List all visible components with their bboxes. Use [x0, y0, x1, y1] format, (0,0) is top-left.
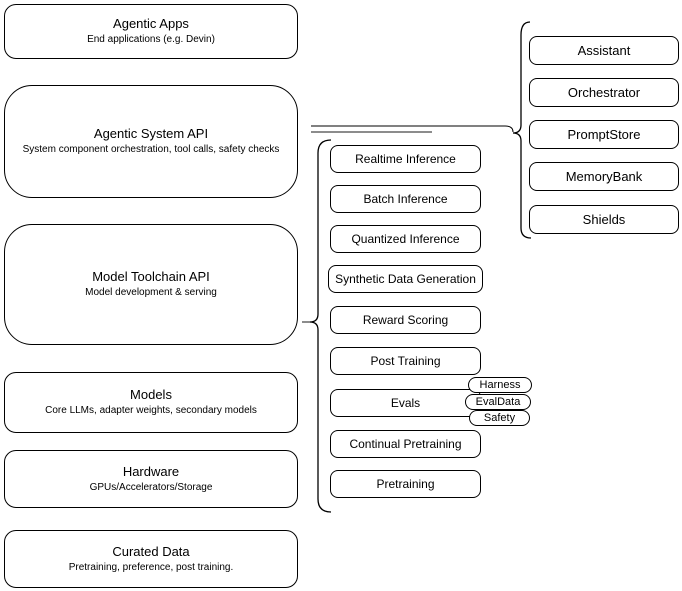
- pill-evaldata: EvalData: [465, 394, 531, 410]
- box-model-toolchain-api-title: Model Toolchain API: [92, 269, 210, 284]
- box-post-training: Post Training: [330, 347, 481, 375]
- box-agentic-system-api: Agentic System API System component orch…: [4, 85, 298, 198]
- box-shields: Shields: [529, 205, 679, 234]
- pill-harness: Harness: [468, 377, 532, 393]
- box-agentic-apps-title: Agentic Apps: [113, 16, 189, 31]
- box-hardware-subtitle: GPUs/Accelerators/Storage: [89, 481, 213, 493]
- box-agentic-apps-subtitle: End applications (e.g. Devin): [87, 34, 215, 45]
- box-evals: Evals: [330, 389, 481, 417]
- box-models-title: Models: [130, 387, 172, 402]
- pill-safety: Safety: [469, 410, 530, 426]
- box-quantized-inference: Quantized Inference: [330, 225, 481, 253]
- box-hardware-title: Hardware: [122, 463, 180, 479]
- box-model-toolchain-api-subtitle: Model development & serving: [85, 287, 217, 298]
- right-group-brace: [512, 21, 532, 239]
- box-realtime-inference: Realtime Inference: [330, 145, 481, 173]
- box-curated-data-title: Curated Data: [112, 543, 190, 559]
- box-models-subtitle: Core LLMs, adapter weights, secondary mo…: [45, 405, 257, 416]
- box-reward-scoring: Reward Scoring: [330, 306, 481, 334]
- box-synthetic-data-generation: Synthetic Data Generation: [328, 265, 483, 293]
- box-model-toolchain-api: Model Toolchain API Model development & …: [4, 224, 298, 345]
- middle-group-brace: [309, 139, 332, 513]
- box-pretraining: Pretraining: [330, 470, 481, 498]
- box-agentic-apps: Agentic Apps End applications (e.g. Devi…: [4, 4, 298, 59]
- box-curated-data: Curated Data Pretraining, preference, po…: [4, 530, 298, 588]
- box-agentic-system-api-title: Agentic System API: [93, 126, 209, 141]
- box-curated-data-subtitle: Pretraining, preference, post training.: [68, 561, 234, 573]
- box-memorybank: MemoryBank: [529, 162, 679, 191]
- box-continual-pretraining: Continual Pretraining: [330, 430, 481, 458]
- edge-agentic-system-to-right-group: [311, 125, 514, 133]
- box-models: Models Core LLMs, adapter weights, secon…: [4, 372, 298, 433]
- box-agentic-system-api-subtitle: System component orchestration, tool cal…: [22, 144, 280, 155]
- box-assistant: Assistant: [529, 36, 679, 65]
- box-batch-inference: Batch Inference: [330, 185, 481, 213]
- box-orchestrator: Orchestrator: [529, 78, 679, 107]
- box-promptstore: PromptStore: [529, 120, 679, 149]
- box-hardware: Hardware GPUs/Accelerators/Storage: [4, 450, 298, 508]
